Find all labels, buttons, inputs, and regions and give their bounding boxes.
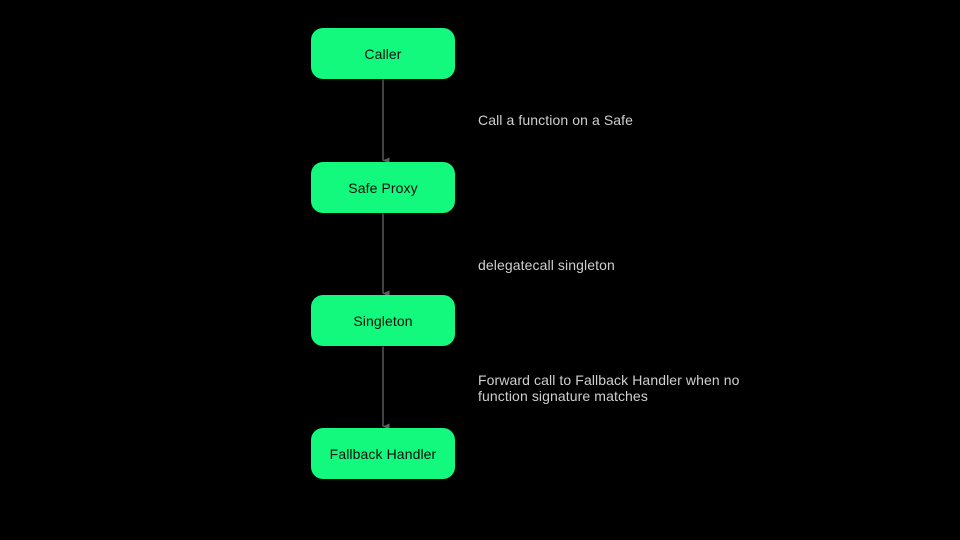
- edge-label-delegatecall: delegatecall singleton: [478, 257, 615, 273]
- edge-label-line: Call a function on a Safe: [478, 112, 634, 128]
- node-fallback-handler-label: Fallback Handler: [329, 445, 437, 462]
- edge-label-call-function: Call a function on a Safe: [478, 112, 633, 128]
- node-caller: Caller: [311, 28, 455, 79]
- edge-label-line: function signature matches: [478, 388, 648, 404]
- edge-label-line: Forward call to Fallback Handler when no: [478, 372, 740, 388]
- node-safe-proxy: Safe Proxy: [311, 162, 455, 213]
- node-singleton: Singleton: [311, 295, 455, 346]
- edge-label-line: delegatecall singleton: [478, 257, 615, 273]
- edge-label-forward-call: Forward call to Fallback Handler when no…: [478, 372, 740, 404]
- node-singleton-label: Singleton: [353, 312, 413, 329]
- node-fallback-handler: Fallback Handler: [311, 428, 455, 479]
- node-safe-proxy-label: Safe Proxy: [348, 179, 418, 196]
- node-caller-label: Caller: [364, 45, 402, 62]
